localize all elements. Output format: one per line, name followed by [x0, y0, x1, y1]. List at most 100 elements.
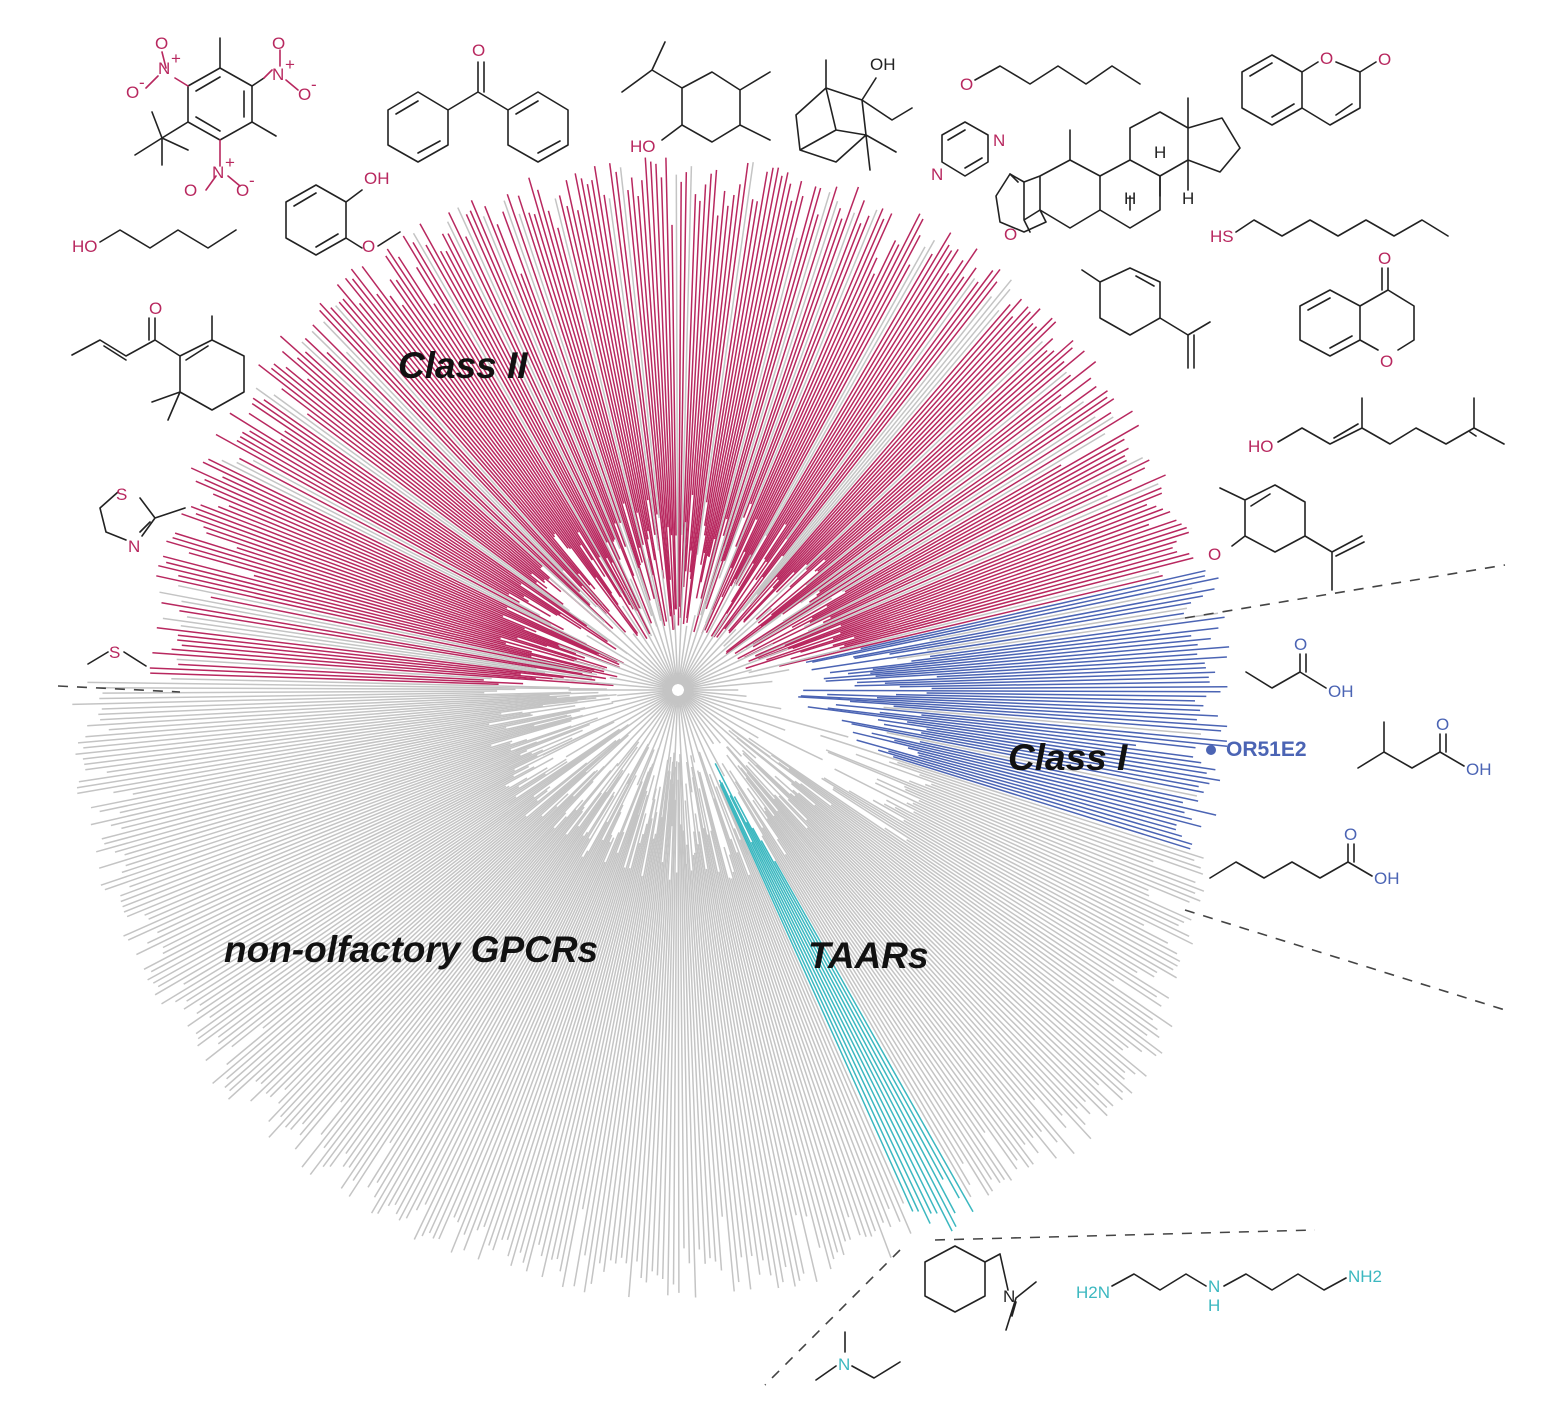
atom: H [1154, 143, 1166, 162]
tree-branch [876, 697, 1201, 712]
tree-branch [883, 706, 1202, 735]
tree-branch [260, 793, 569, 1085]
tree-branch [178, 574, 532, 658]
tree-branch [121, 724, 535, 830]
tree-branch [886, 731, 1198, 797]
tree-branch [217, 790, 548, 1045]
tree-branch [894, 739, 1217, 816]
tree-branch [870, 643, 1198, 674]
atom: O [362, 237, 375, 256]
tree-branch [734, 781, 994, 1192]
structure-hexanoic-acid: O OH [1209, 825, 1400, 888]
tree-branch [874, 782, 1179, 927]
tree-branch [671, 224, 677, 536]
tree-branch [183, 760, 568, 1010]
tree-branch [752, 410, 1133, 645]
tree-branch [433, 303, 580, 533]
tree-branch [268, 740, 630, 1123]
tree-branch [162, 555, 532, 653]
tree-branch [729, 770, 993, 1180]
tree-branch [322, 792, 603, 1168]
tree-branch [284, 795, 575, 1091]
clade-label-taars: TAARs [808, 935, 929, 976]
tree-branch [200, 504, 620, 669]
tree-branch [203, 526, 586, 659]
tree-branch [533, 213, 642, 566]
tree-branch [805, 819, 1087, 1103]
tree-branch [329, 825, 580, 1168]
tree-branch [540, 833, 644, 1257]
tree-branch [895, 693, 1196, 702]
tree-inner-branch [647, 558, 678, 685]
atom: OH [870, 55, 896, 74]
tree-branch [911, 629, 1161, 662]
tree-branch [344, 277, 556, 538]
atom: O [298, 85, 311, 104]
tree-branch [644, 157, 669, 528]
tree-branch [744, 459, 1150, 659]
atom: N [1208, 1277, 1220, 1296]
tree-branch [782, 416, 1096, 622]
tree-branch [682, 184, 707, 588]
tree-branch [721, 763, 964, 1164]
tree-branch [304, 337, 614, 630]
tree-branch [258, 364, 548, 589]
tree-branch [789, 792, 1124, 1101]
tree-branch [733, 828, 890, 1210]
tree-branch [716, 281, 979, 638]
tree-branch [284, 827, 555, 1128]
tree-branch [871, 732, 1184, 804]
tree-inner-branch [626, 694, 676, 785]
atom: O [1320, 49, 1333, 68]
tree-branch [701, 208, 884, 634]
tree-branch [580, 178, 649, 532]
tree-branch [367, 791, 616, 1188]
tree-branch [236, 461, 552, 626]
tree-branch [740, 767, 1057, 1159]
tree-branch [764, 405, 1062, 627]
tree-branch [690, 755, 796, 1287]
or51e2-label: OR51E2 [1226, 738, 1307, 761]
tree-branch [215, 433, 520, 604]
tree-branch [926, 728, 1207, 775]
tree-branch [603, 194, 656, 536]
tree-branch [726, 746, 1036, 1101]
tree-branch [690, 870, 723, 1271]
tree-branch [665, 157, 677, 610]
tree-branch [370, 773, 630, 1214]
tree-branch [301, 799, 584, 1125]
atom: HO [630, 137, 656, 156]
tree-inner-branch [681, 693, 743, 757]
tree-branch [819, 390, 1108, 593]
tree-branch [805, 321, 1057, 566]
tree-branch [439, 250, 608, 559]
tree-branch [739, 839, 901, 1222]
tree-branch [212, 493, 504, 617]
tree-branch [98, 694, 550, 716]
tree-branch [907, 747, 1193, 821]
tree-branch [171, 677, 570, 689]
tree-branch [755, 267, 977, 581]
tree-inner-branch [632, 633, 675, 686]
tree-branch [730, 878, 839, 1253]
tree-branch [817, 360, 1065, 572]
tree-inner-branch [627, 695, 677, 844]
tree-branch [123, 749, 544, 937]
tree-inner-branch [679, 609, 714, 685]
tree-branch [157, 785, 510, 988]
tree-branch [773, 815, 1026, 1145]
tree-inner-branch [599, 693, 674, 760]
tree-branch [747, 761, 1091, 1115]
tree-branch [700, 191, 831, 616]
tree-branch [852, 731, 1185, 814]
tree-branch [336, 284, 591, 586]
tree-branch [149, 667, 524, 685]
tree-branch [265, 770, 596, 1095]
tree-branch [506, 790, 648, 1241]
tree-branch [667, 761, 678, 1296]
tree-branch [782, 385, 1097, 615]
tree-branch [936, 662, 1205, 678]
atom: N [128, 537, 140, 556]
tree-branch [782, 281, 998, 557]
